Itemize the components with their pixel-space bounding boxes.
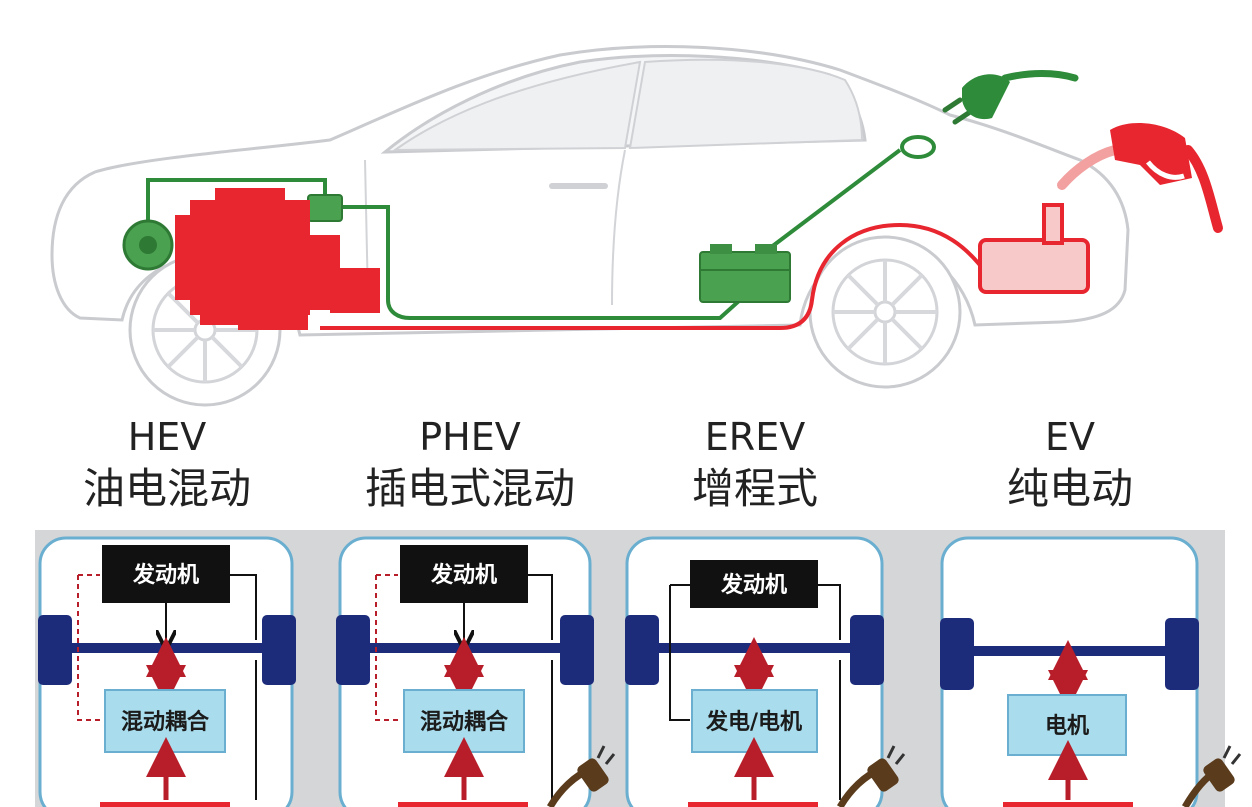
engine-box-phev: 发动机 bbox=[430, 562, 497, 588]
car-illustration bbox=[50, 45, 1223, 407]
module-box-erev: 发电/电机 bbox=[705, 709, 802, 735]
type-name-erev: 增程式 bbox=[692, 464, 818, 513]
type-code-phev: PHEV bbox=[419, 415, 521, 459]
fuel-line bbox=[320, 222, 1050, 330]
fuel-nozzle-icon bbox=[1057, 123, 1223, 233]
module-box-ev: 电机 bbox=[1045, 714, 1089, 739]
rear-wheel bbox=[808, 235, 962, 389]
schematic-ev: 电机 bbox=[940, 536, 1242, 807]
schematic-phev: 发动机 混动耦合 bbox=[336, 536, 616, 807]
electric-wiring bbox=[146, 148, 902, 320]
power-plug-icon bbox=[1181, 745, 1242, 807]
type-code-hev: HEV bbox=[128, 415, 207, 459]
type-code-ev: EV bbox=[1045, 415, 1095, 459]
module-box-hev: 混动耦合 bbox=[121, 709, 210, 735]
schematic-hev: 发动机 混动耦合 bbox=[38, 536, 296, 807]
type-name-hev: 油电混动 bbox=[83, 464, 251, 513]
type-name-phev: 插电式混动 bbox=[365, 464, 575, 513]
engine-box-hev: 发动机 bbox=[132, 562, 199, 588]
charge-port bbox=[900, 135, 936, 159]
type-name-ev: 纯电动 bbox=[1007, 464, 1133, 513]
module-box-phev: 混动耦合 bbox=[420, 709, 509, 735]
power-plug-icon bbox=[546, 745, 616, 807]
engine-box-erev: 发动机 bbox=[720, 572, 787, 598]
charge-plug-icon bbox=[942, 70, 1079, 125]
car-front-window bbox=[391, 60, 642, 152]
type-titles: HEV 油电混动 PHEV 插电式混动 EREV 增程式 EV 纯电动 bbox=[83, 415, 1133, 513]
schematic-erev: 发动机 发电/电机 bbox=[625, 536, 906, 807]
fuel-tank bbox=[978, 203, 1090, 294]
electric-motor bbox=[122, 219, 174, 271]
battery-pack bbox=[699, 244, 791, 303]
motor-controller bbox=[307, 194, 343, 222]
power-plug-icon bbox=[836, 745, 906, 807]
car-rear-window bbox=[628, 58, 864, 150]
combustion-engine bbox=[175, 188, 380, 330]
type-code-erev: EREV bbox=[705, 415, 805, 459]
car-door-line-mid bbox=[611, 149, 626, 306]
